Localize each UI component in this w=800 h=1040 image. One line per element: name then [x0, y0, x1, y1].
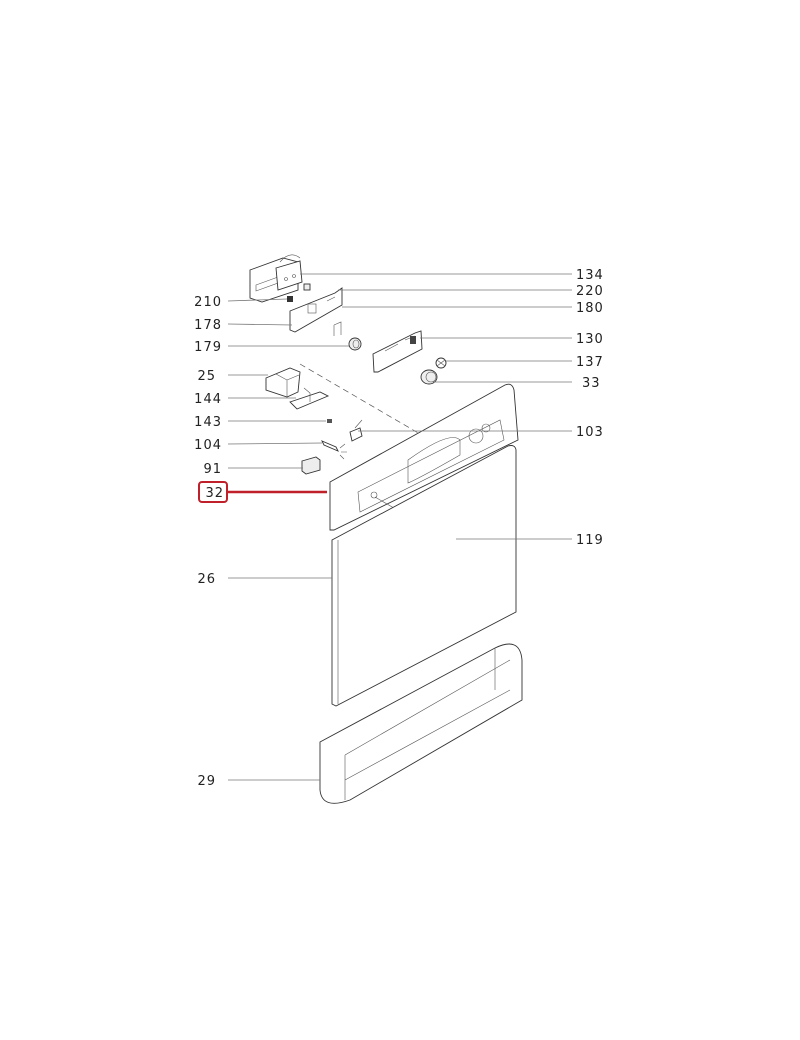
- part-134-panel-insert[interactable]: [249, 254, 303, 303]
- part-144-bracket[interactable]: [289, 387, 330, 410]
- callout-91[interactable]: 91: [203, 462, 222, 477]
- part-220-spring[interactable]: [303, 283, 311, 291]
- part-179-knob[interactable]: [348, 337, 362, 351]
- callout-32-highlighted[interactable]: 32: [205, 486, 224, 501]
- highlight-box-32: [198, 481, 228, 503]
- callout-33[interactable]: 33: [582, 376, 601, 391]
- callout-134[interactable]: 134: [576, 268, 604, 283]
- part-130-electronic-board[interactable]: [372, 330, 423, 373]
- part-33-knob[interactable]: [420, 369, 438, 385]
- callout-130[interactable]: 130: [576, 332, 604, 347]
- callout-144[interactable]: 144: [194, 392, 222, 407]
- callout-179[interactable]: 179: [194, 340, 222, 355]
- part-91-switch-block[interactable]: [301, 456, 321, 475]
- callout-220[interactable]: 220: [576, 284, 604, 299]
- callout-210[interactable]: 210: [194, 295, 222, 310]
- callout-137[interactable]: 137: [576, 355, 604, 370]
- callout-119[interactable]: 119: [576, 533, 604, 548]
- part-26-door-panel[interactable]: [331, 445, 517, 707]
- part-180-control-module[interactable]: [289, 287, 343, 333]
- part-178-clip[interactable]: [333, 321, 342, 336]
- part-104-lamp[interactable]: [321, 440, 347, 460]
- callout-26[interactable]: 26: [197, 572, 216, 587]
- callout-143[interactable]: 143: [194, 415, 222, 430]
- part-32-control-panel[interactable]: [329, 383, 519, 531]
- callout-25[interactable]: 25: [197, 369, 216, 384]
- callout-104[interactable]: 104: [194, 438, 222, 453]
- callout-178[interactable]: 178: [194, 318, 222, 333]
- assembly-guide-line: [299, 363, 421, 435]
- callout-180[interactable]: 180: [576, 301, 604, 316]
- part-137-knob-cap[interactable]: [435, 357, 447, 369]
- part-25-cover[interactable]: [265, 367, 301, 398]
- part-103-switch[interactable]: [349, 419, 363, 442]
- part-29-kick-plate[interactable]: [319, 643, 523, 804]
- callout-29[interactable]: 29: [197, 774, 216, 789]
- part-143-connector[interactable]: [327, 419, 332, 423]
- part-210-spring[interactable]: [287, 296, 293, 302]
- callout-103[interactable]: 103: [576, 425, 604, 440]
